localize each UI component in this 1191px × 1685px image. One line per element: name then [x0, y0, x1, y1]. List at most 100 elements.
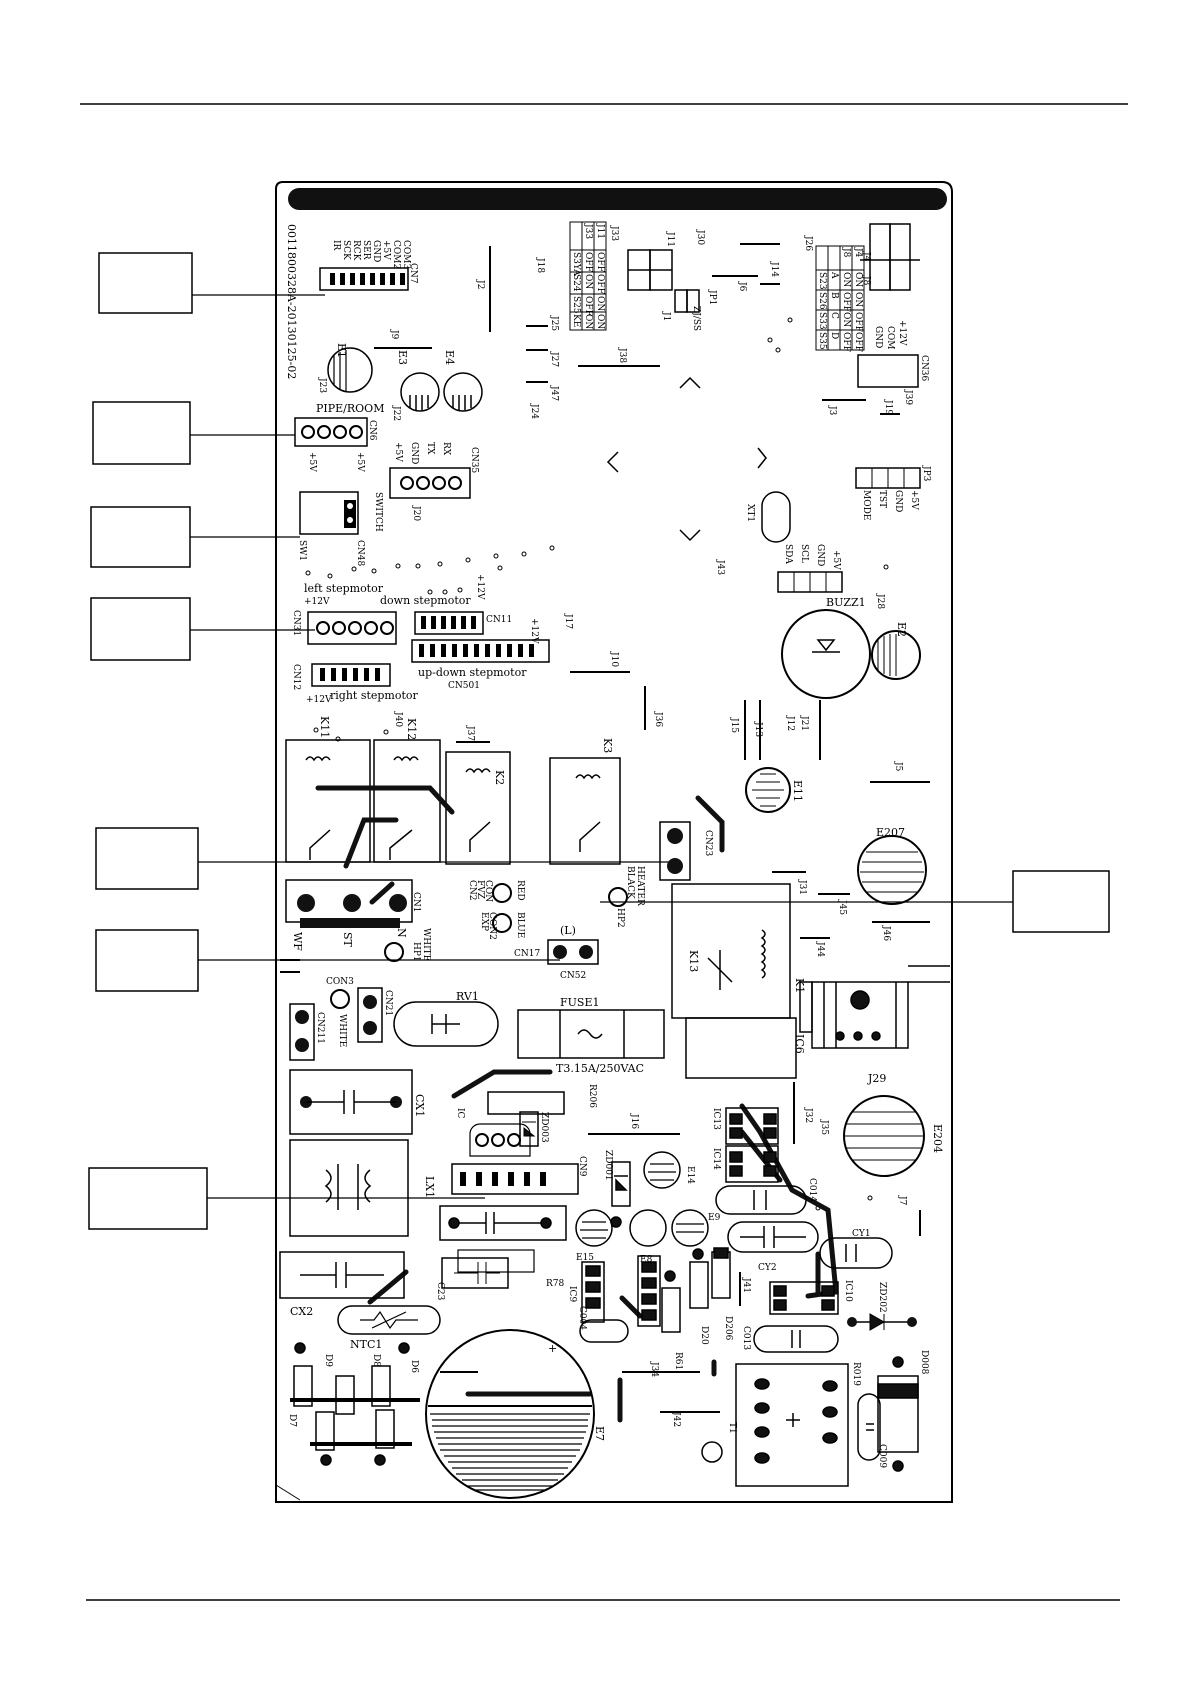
ic-n001 — [469, 1123, 531, 1157]
svg-text:J43: J43 — [715, 559, 725, 575]
diodes-resistors — [661, 1247, 731, 1333]
svg-text:GND: GND — [893, 490, 903, 512]
svg-text:E207: E207 — [876, 826, 905, 839]
svg-text:J35: J35 — [819, 1119, 829, 1135]
svg-text:+12V: +12V — [304, 597, 330, 607]
cn211-connector — [289, 1003, 315, 1061]
svg-text:S25: S25 — [571, 296, 581, 314]
svg-text:SWITCH: SWITCH — [373, 492, 383, 532]
svg-text:TX: TX — [425, 442, 435, 455]
r206-resistor — [487, 1091, 565, 1115]
e4-capacitor — [443, 372, 483, 412]
svg-text:OFF: OFF — [595, 252, 605, 272]
svg-text:J17: J17 — [563, 613, 573, 629]
svg-text:J11: J11 — [595, 223, 605, 239]
svg-text:BLACK: BLACK — [625, 866, 635, 899]
svg-text:C009: C009 — [877, 1444, 887, 1468]
cx1-capacitor — [289, 1069, 413, 1135]
svg-text:CN52: CN52 — [560, 971, 586, 981]
relay-k3 — [549, 757, 621, 865]
svg-text:J28: J28 — [875, 593, 885, 609]
e3-capacitor — [400, 372, 440, 412]
svg-text:E14: E14 — [685, 1166, 695, 1184]
svg-text:J44: J44 — [815, 941, 825, 957]
svg-text:J23: J23 — [317, 377, 327, 393]
svg-text:E8: E8 — [640, 1255, 653, 1265]
cn52-connector — [547, 939, 599, 965]
svg-text:IC6: IC6 — [793, 1034, 806, 1054]
svg-text:+12V: +12V — [529, 618, 539, 644]
svg-text:IC: IC — [455, 1108, 465, 1119]
svg-text:J38: J38 — [617, 347, 627, 363]
svg-text:B: B — [829, 292, 839, 299]
svg-text:J9: J9 — [389, 329, 399, 340]
svg-text:ON: ON — [853, 292, 863, 307]
svg-text:RV1: RV1 — [456, 990, 479, 1003]
svg-text:SCL: SCL — [799, 544, 809, 563]
svg-text:J40: J40 — [393, 711, 403, 727]
e11-capacitor — [745, 767, 791, 813]
svg-text:J41: J41 — [741, 1277, 751, 1293]
svg-text:S26: S26 — [817, 292, 827, 310]
svg-text:J20: J20 — [411, 505, 421, 521]
svg-text:N: N — [395, 928, 408, 938]
cn6-connector: PIPE/ROOM CN6 +5V +5V — [294, 402, 384, 472]
svg-text:J21: J21 — [799, 715, 809, 731]
svg-text:GND: GND — [873, 326, 883, 348]
svg-text:NTC1: NTC1 — [350, 1338, 382, 1351]
svg-text:OFF: OFF — [841, 292, 851, 312]
cn9-connector — [451, 1163, 579, 1195]
cn36-connector: CN36 +12V COM GND — [857, 320, 929, 388]
cn7-pin-7: SCK — [341, 240, 351, 260]
svg-text:CN21: CN21 — [383, 990, 393, 1016]
svg-text:S33: S33 — [817, 312, 827, 330]
svg-text:D9: D9 — [323, 1354, 333, 1367]
svg-text:+12V: +12V — [897, 320, 907, 346]
svg-text:J47: J47 — [549, 385, 559, 401]
svg-text:A: A — [829, 271, 839, 279]
svg-text:CN1: CN1 — [411, 892, 421, 913]
svg-text:CN31: CN31 — [291, 610, 301, 636]
svg-text:J30: J30 — [695, 229, 705, 245]
svg-text:ZJ/SS: ZJ/SS — [691, 306, 701, 331]
svg-text:CY1: CY1 — [852, 1229, 871, 1239]
board-top-bar — [288, 188, 947, 210]
svg-text:E204: E204 — [931, 1124, 944, 1153]
svg-text:+5V: +5V — [393, 442, 403, 462]
svg-text:IC14: IC14 — [711, 1148, 721, 1170]
stepmotor-connectors: left stepmotor +12V CN31 down stepmotor … — [291, 574, 550, 705]
svg-text:+12V: +12V — [475, 574, 485, 600]
svg-text:J24: J24 — [529, 403, 539, 419]
svg-text:JP1: JP1 — [707, 289, 717, 305]
svg-text:ZD003: ZD003 — [539, 1112, 549, 1143]
svg-text:D6: D6 — [409, 1360, 419, 1373]
svg-text:J31: J31 — [797, 879, 807, 895]
cn23-connector — [659, 821, 691, 881]
svg-text:D7: D7 — [287, 1414, 297, 1427]
svg-text:CN36: CN36 — [919, 355, 929, 381]
callout-box-1 — [98, 252, 193, 314]
svg-text:D: D — [829, 332, 839, 339]
ic9 — [579, 1255, 661, 1343]
svg-text:J32: J32 — [803, 1107, 813, 1123]
svg-text:J39: J39 — [903, 389, 913, 405]
capacitors-top-left — [327, 347, 483, 412]
svg-text:J1: J1 — [661, 311, 671, 321]
fuse — [517, 1009, 665, 1059]
cn7-pin-4: GND — [371, 240, 381, 262]
svg-text:J25: J25 — [549, 315, 559, 331]
svg-text:MODE: MODE — [861, 490, 871, 520]
svg-text:IC10: IC10 — [843, 1280, 853, 1302]
cn7-connector: CN7 COM3 COM2 +5V GND SER RCK SCK IR — [319, 240, 418, 291]
svg-text:S3YA: S3YA — [571, 252, 581, 276]
svg-text:(L): (L) — [560, 924, 576, 937]
svg-text:J37: J37 — [465, 725, 475, 741]
svg-text:EXP: EXP — [479, 912, 489, 931]
svg-text:J3: J3 — [827, 405, 837, 416]
callout-box-3 — [90, 506, 191, 568]
svg-text:E7: E7 — [593, 1426, 606, 1441]
svg-text:CN17: CN17 — [514, 949, 540, 959]
e1-capacitor — [327, 347, 373, 393]
svg-text:E9: E9 — [708, 1213, 721, 1223]
